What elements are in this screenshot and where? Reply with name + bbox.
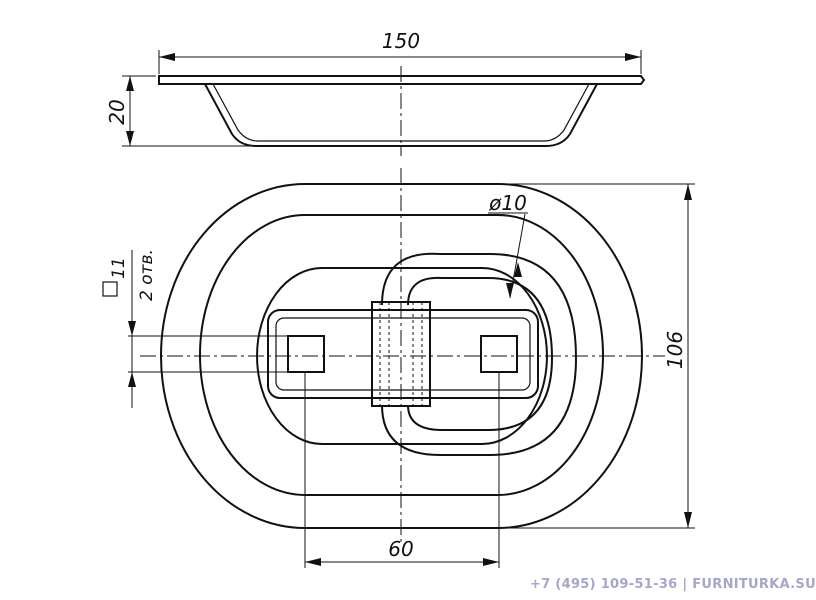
mounting-plate-inner (275, 317, 531, 391)
plan-middle-contour (199, 214, 604, 496)
square-hole-left (287, 335, 325, 373)
side-flange (158, 75, 646, 85)
square-hole-right (480, 335, 518, 373)
footer-contact: +7 (495) 109-51-36 | FURNITURKA.SU (530, 577, 816, 592)
d-ring-inner (407, 276, 554, 431)
plan-inner-recess (256, 267, 548, 445)
dim-11: 11 (109, 257, 129, 279)
square-symbol-icon (102, 281, 118, 297)
d-ring-outer (381, 252, 578, 456)
dim-20: 20 (105, 99, 129, 124)
mounting-plate (267, 309, 539, 399)
side-view: 150 20 (105, 29, 646, 156)
side-bowl (204, 83, 598, 147)
dim-106: 106 (663, 331, 687, 369)
dim-150: 150 (382, 29, 420, 53)
holes-count: 2 отв. (137, 249, 157, 301)
dim-60: 60 (388, 537, 413, 561)
plan-view: ø10 106 60 11 2 отв. (102, 168, 695, 568)
dim-d10: ø10 (488, 191, 527, 215)
